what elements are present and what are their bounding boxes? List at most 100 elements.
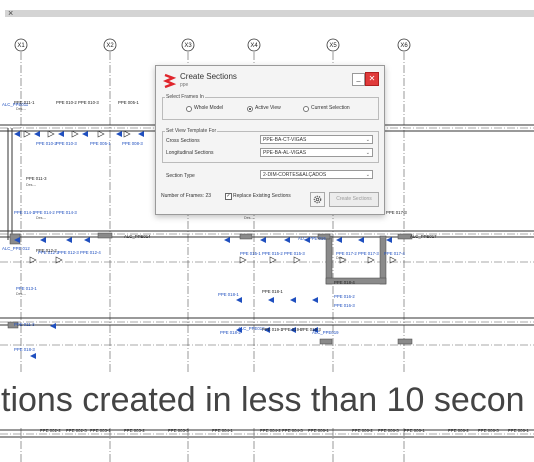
svg-text:Des---: Des--- — [26, 183, 37, 187]
dialog-subtitle: ppe — [180, 82, 189, 88]
tag-alc-ppe011: ALC_PPE011 — [2, 102, 29, 107]
settings-button[interactable] — [310, 192, 325, 207]
svg-text:PPE 016-3: PPE 016-3 — [334, 303, 355, 308]
radio-current-selection-label: Current Selection — [311, 105, 350, 111]
longitudinal-sections-value: PPE-BA-AL-VIGAS — [263, 150, 307, 156]
svg-text:PPE 002-3: PPE 002-3 — [66, 428, 87, 433]
svg-text:PPE 011-3: PPE 011-3 — [14, 322, 35, 327]
svg-text:PPE 004-2: PPE 004-2 — [260, 428, 281, 433]
svg-text:ALC_PPE018: ALC_PPE018 — [238, 326, 265, 331]
svg-text:PPE 003-3: PPE 003-3 — [168, 428, 189, 433]
svg-text:Des---: Des--- — [36, 216, 47, 220]
svg-text:PPE 017-2: PPE 017-2 — [336, 251, 357, 256]
top-scrollbar[interactable] — [5, 10, 534, 17]
grid-label-x4: X4 — [250, 43, 258, 49]
section-type-select[interactable]: 2-DIM-CORTES&ALÇADOS ⌄ — [260, 170, 373, 179]
svg-text:PPE 018-4: PPE 018-4 — [334, 280, 355, 285]
view-template-group — [162, 131, 379, 163]
svg-text:PPE 014-3: PPE 014-3 — [56, 210, 77, 215]
svg-text:PPE 005-1: PPE 005-1 — [118, 100, 139, 105]
gear-icon — [313, 195, 322, 204]
number-of-frames-label: Number of Frames: 23 — [161, 193, 212, 199]
minimize-button[interactable]: _ — [352, 73, 365, 86]
section-type-value: 2-DIM-CORTES&ALÇADOS — [263, 172, 327, 178]
svg-text:PPE 003-1: PPE 003-1 — [90, 428, 111, 433]
svg-text:PPE 017-3: PPE 017-3 — [358, 251, 379, 256]
svg-text:PPE 011-1: PPE 011-1 — [14, 100, 35, 105]
svg-text:PPE 019-3: PPE 019-3 — [300, 327, 321, 332]
create-sections-dialog: Create Sections ppe _ ✕ Select Frames In… — [155, 65, 385, 215]
svg-text:PPE 013-1: PPE 013-1 — [16, 286, 37, 291]
radio-whole-model[interactable] — [186, 106, 192, 112]
cross-sections-value: PPE-BA-CT-VIGAS — [263, 137, 307, 143]
caption-text: ctions created in less than 10 secon — [0, 381, 525, 419]
svg-text:PPE 004-3: PPE 004-3 — [282, 428, 303, 433]
svg-text:PPE 006-2: PPE 006-2 — [352, 428, 373, 433]
cross-sections-select[interactable]: PPE-BA-CT-VIGAS ⌄ — [260, 135, 373, 144]
svg-text:ALC_PPE 016: ALC_PPE 016 — [298, 236, 326, 241]
svg-text:PPE 004-1: PPE 004-1 — [212, 428, 233, 433]
svg-text:PPE 019-1: PPE 019-1 — [262, 327, 283, 332]
svg-text:PPE 006-3: PPE 006-3 — [478, 428, 499, 433]
svg-text:PPE 003-2: PPE 003-2 — [124, 428, 145, 433]
svg-text:PPE 015-2: PPE 015-2 — [262, 251, 283, 256]
svg-text:PPE 005-1: PPE 005-1 — [90, 141, 111, 146]
svg-text:PPE 006-2: PPE 006-2 — [448, 428, 469, 433]
svg-text:PPE 018-1: PPE 018-1 — [262, 289, 283, 294]
svg-text:PPE 018-2: PPE 018-2 — [220, 330, 241, 335]
svg-text:Des---: Des--- — [16, 107, 27, 111]
chevron-down-icon: ⌄ — [365, 137, 370, 143]
svg-text:PPE 002-2: PPE 002-2 — [40, 428, 61, 433]
svg-text:PPE 010-3: PPE 010-3 — [56, 141, 77, 146]
svg-text:PPE 006-1: PPE 006-1 — [308, 428, 329, 433]
grid-label-x6: X6 — [400, 43, 408, 49]
radio-whole-model-label: Whole Model — [194, 105, 224, 111]
select-frames-group — [162, 97, 379, 120]
svg-text:PPE 010-3: PPE 010-3 — [78, 100, 99, 105]
svg-text:PPE 019-2: PPE 019-2 — [282, 327, 303, 332]
svg-text:PPE 012-2: PPE 012-2 — [36, 248, 57, 253]
svg-text:PPE 017-3: PPE 017-3 — [386, 210, 407, 215]
grid-label-x1: X1 — [17, 43, 25, 49]
svg-text:PPE 018-3: PPE 018-3 — [14, 347, 35, 352]
svg-text:PPE 006-1: PPE 006-1 — [404, 428, 425, 433]
grid-label-x5: X5 — [329, 43, 337, 49]
svg-text:ALC_PPE 012: ALC_PPE 012 — [2, 246, 30, 251]
svg-text:PPE 015-3: PPE 015-3 — [284, 251, 305, 256]
svg-text:PPE 006-1: PPE 006-1 — [508, 428, 529, 433]
svg-text:Des---: Des--- — [16, 292, 27, 296]
radio-current-selection[interactable] — [303, 106, 309, 112]
create-sections-button[interactable]: Create Sections — [329, 192, 379, 207]
cross-sections-label: Cross Sections — [166, 138, 200, 144]
svg-text:PPE 008-3: PPE 008-3 — [122, 141, 143, 146]
svg-text:PPE 015-1: PPE 015-1 — [240, 251, 261, 256]
section-type-label: Section Type — [166, 173, 195, 179]
svg-text:PPE 017-4: PPE 017-4 — [384, 251, 405, 256]
close-icon[interactable]: × — [8, 8, 14, 18]
radio-active-view[interactable] — [247, 106, 253, 112]
close-button[interactable]: ✕ — [365, 72, 379, 86]
view-template-label: Set View Template For — [165, 128, 218, 134]
app-logo-icon — [162, 73, 177, 89]
svg-text:PPE 014-1: PPE 014-1 — [14, 210, 35, 215]
replace-existing-checkbox[interactable]: ✓ — [225, 193, 232, 200]
svg-text:PPE 014-2: PPE 014-2 — [34, 210, 55, 215]
chevron-down-icon: ⌄ — [365, 150, 370, 156]
svg-text:PPE 018-1: PPE 018-1 — [218, 292, 239, 297]
chevron-down-icon: ⌄ — [365, 172, 370, 178]
svg-text:Des---: Des--- — [244, 216, 255, 220]
svg-text:ALC_PPE019: ALC_PPE019 — [312, 330, 339, 335]
radio-active-view-label: Active View — [255, 105, 281, 111]
replace-existing-label: Replace Existing Sections — [233, 193, 291, 199]
svg-text:PPE 010-2: PPE 010-2 — [36, 141, 57, 146]
longitudinal-sections-label: Longitudinal Sections — [166, 150, 214, 156]
svg-text:PPE 012-2: PPE 012-2 — [38, 250, 59, 255]
select-frames-label: Select Frames In — [165, 94, 205, 100]
longitudinal-sections-select[interactable]: PPE-BA-AL-VIGAS ⌄ — [260, 148, 373, 157]
svg-text:PPE 010-2: PPE 010-2 — [56, 100, 77, 105]
dialog-title: Create Sections — [180, 72, 237, 81]
svg-text:PPE 011-3: PPE 011-3 — [26, 176, 47, 181]
grid-label-x3: X3 — [184, 43, 192, 49]
svg-text:PPE 016-2: PPE 016-2 — [334, 294, 355, 299]
svg-text:ALC_PPE017: ALC_PPE017 — [410, 234, 437, 239]
